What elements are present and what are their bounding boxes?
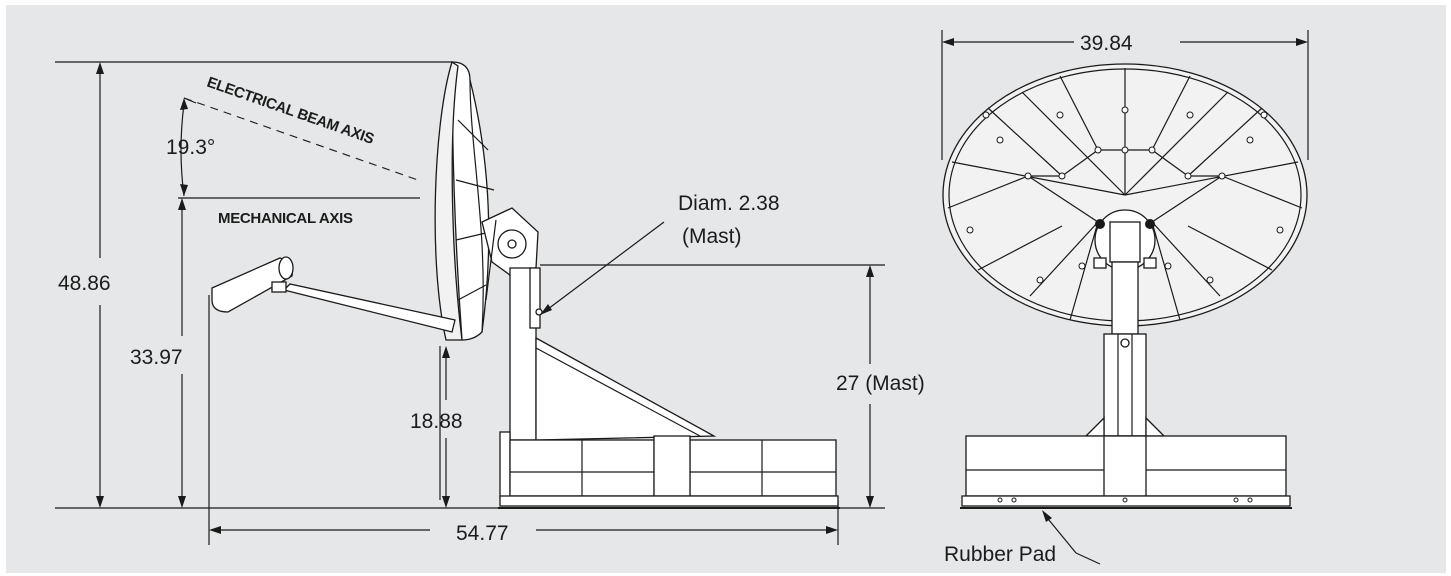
dimension-overall-height (96, 62, 104, 508)
mechanical-axis-label: MECHANICAL AXIS (218, 210, 353, 227)
pad-callout-hook (1075, 552, 1101, 565)
reflector-front (942, 63, 1308, 327)
mast-diameter-label: Diam. 2.38 (678, 192, 780, 215)
dimension-axis-height (178, 198, 186, 508)
pad-callout-leader (1043, 513, 1077, 554)
dimension-overall-depth (209, 526, 838, 534)
overall-height-label: 48.86 (58, 272, 111, 295)
rubber-pad-label: Rubber Pad (944, 543, 1056, 566)
ballast-base-front (960, 435, 1292, 509)
mast-height-label: 27 (Mast) (836, 372, 925, 395)
strut-side (535, 336, 717, 441)
reflector-side (434, 60, 495, 341)
overall-width-label: 39.84 (1080, 32, 1133, 55)
dimension-overall-width (941, 30, 1309, 160)
elevation-pivot (481, 207, 539, 301)
pad-callout-arrow (1042, 510, 1052, 522)
mast-callout-leader (543, 221, 665, 313)
angle-label: 19.3° (166, 136, 215, 159)
overall-depth-label: 54.77 (456, 522, 509, 545)
dimension-angle (180, 97, 197, 197)
mast-callout-arrow (540, 304, 552, 315)
feed-arm (211, 256, 456, 333)
axis-height-label: 33.97 (130, 346, 183, 369)
ballast-base-side (498, 431, 840, 509)
hub-mount-front (1093, 209, 1157, 271)
mast-front (1084, 261, 1166, 437)
dimension-mast-height (866, 265, 874, 508)
pivot-height-label: 18.88 (410, 410, 463, 433)
dimension-pivot-height (442, 346, 450, 508)
front-view: 39.84 (941, 30, 1309, 566)
mast-callout-sublabel: (Mast) (682, 225, 742, 248)
